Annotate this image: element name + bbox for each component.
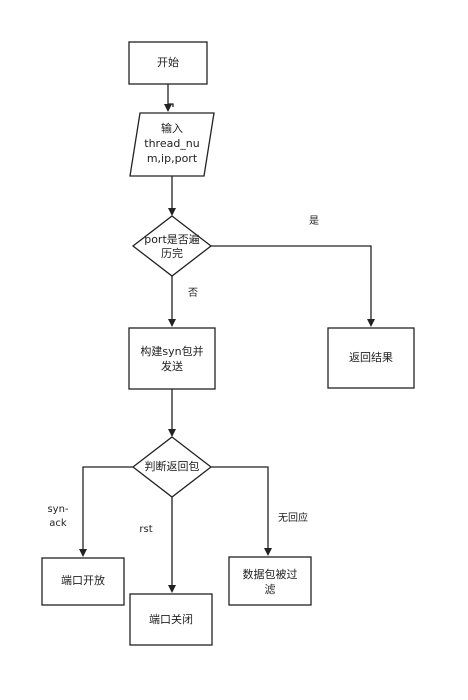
node-return-result: 返回结果 bbox=[327, 327, 415, 389]
node-decision-response-label: 判断返回包 bbox=[145, 459, 200, 473]
node-build-syn-line-2: 发送 bbox=[161, 359, 183, 373]
edge-start-to-input bbox=[167, 84, 174, 107]
node-filtered-line-2: 滤 bbox=[265, 583, 276, 596]
node-input-line-2: thread_nu bbox=[144, 137, 200, 150]
node-return-result-box bbox=[327, 327, 415, 389]
node-start-box bbox=[128, 41, 208, 85]
node-build-syn-line-1: 构建syn包并 bbox=[140, 344, 203, 358]
node-input-line-3: m,ip,port bbox=[147, 152, 198, 165]
node-input: 输入 thread_nu m,ip,port bbox=[129, 112, 215, 177]
node-decision-response-diamond bbox=[131, 436, 213, 498]
node-port-open-box bbox=[41, 557, 125, 606]
node-port-open-label: 端口开放 bbox=[61, 573, 105, 587]
arrowhead-decision-no bbox=[168, 319, 176, 327]
node-port-closed-label: 端口关闭 bbox=[149, 612, 193, 626]
edge-decision-yes bbox=[211, 245, 372, 320]
node-start-label: 开始 bbox=[157, 55, 179, 69]
arrowhead-input-to-decision bbox=[168, 208, 176, 216]
node-decision-ports: port是否遍 历完 bbox=[131, 215, 213, 277]
edge-label-rst: rst bbox=[139, 524, 152, 535]
edge-label-yes: 是 bbox=[309, 215, 319, 227]
node-filtered-box bbox=[228, 556, 312, 606]
arrowhead-build-to-response bbox=[168, 429, 176, 437]
node-build-syn: 构建syn包并 发送 bbox=[128, 327, 216, 390]
arrowhead-response-no-response bbox=[264, 548, 272, 556]
node-decision-response: 判断返回包 bbox=[131, 436, 213, 498]
node-build-syn-box bbox=[128, 327, 216, 390]
node-filtered-line-1: 数据包被过 bbox=[243, 567, 298, 581]
node-return-result-label: 返回结果 bbox=[349, 351, 393, 364]
node-port-closed: 端口关闭 bbox=[129, 593, 213, 646]
node-filtered: 数据包被过 滤 bbox=[228, 556, 312, 606]
node-decision-ports-line-2: 历完 bbox=[161, 246, 183, 260]
node-input-line-1: 输入 bbox=[161, 121, 183, 135]
arrowhead-response-syn-ack bbox=[79, 549, 87, 557]
node-port-open: 端口开放 bbox=[41, 557, 125, 606]
node-port-closed-box bbox=[129, 593, 213, 646]
edge-label-no: 否 bbox=[188, 287, 198, 299]
edge-label-syn-ack-line-1: syn- bbox=[47, 504, 68, 515]
node-decision-ports-diamond bbox=[131, 215, 213, 277]
edge-response-syn-ack bbox=[82, 466, 133, 550]
edge-response-no-response bbox=[211, 466, 269, 549]
node-input-parallelogram bbox=[129, 112, 215, 177]
arrowhead-decision-yes bbox=[367, 319, 375, 327]
arrowhead-start-to-input bbox=[164, 104, 172, 112]
node-decision-ports-line-1: port是否遍 bbox=[144, 233, 200, 246]
edge-label-no-response: 无回应 bbox=[278, 511, 308, 524]
arrowhead-response-rst bbox=[168, 585, 176, 593]
edge-label-syn-ack-line-2: ack bbox=[49, 518, 67, 529]
node-start: 开始 bbox=[128, 41, 208, 85]
